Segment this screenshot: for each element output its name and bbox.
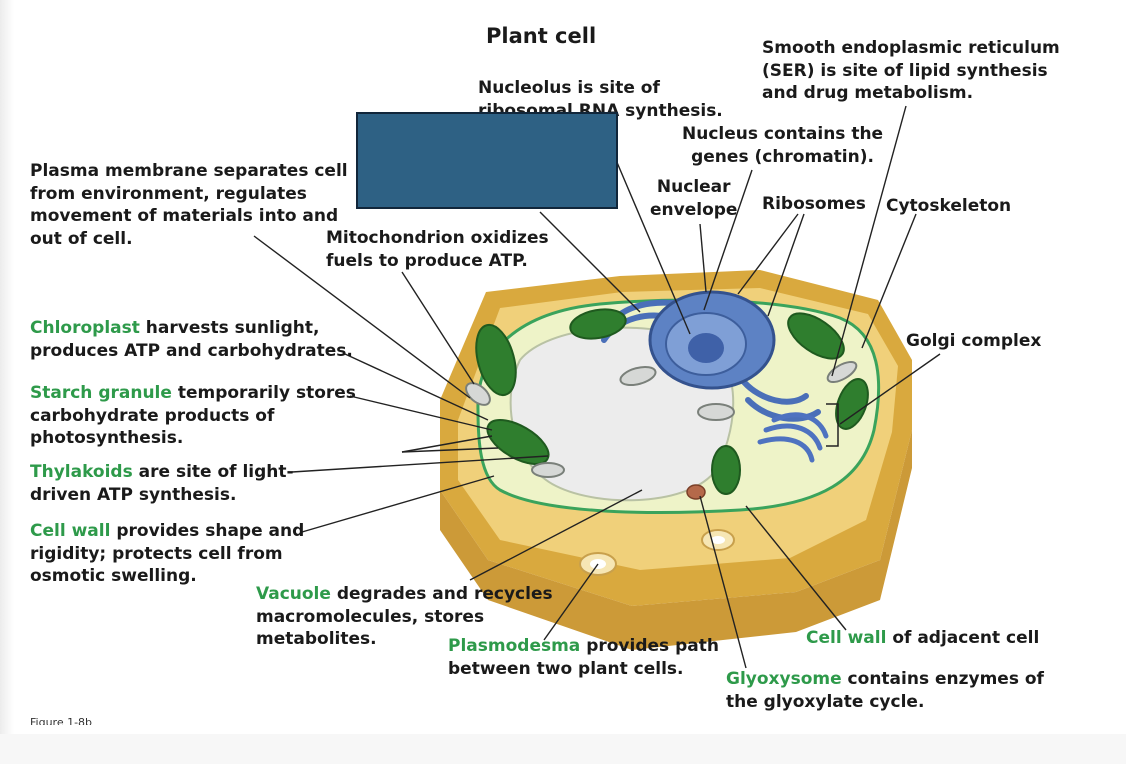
label-line: metabolites.: [256, 629, 377, 649]
label-line: osmotic swelling.: [30, 566, 197, 586]
label-line: movement of materials into and: [30, 206, 339, 226]
label-golgi-complex: Golgi complex: [906, 331, 1042, 351]
term-adjacent-cell-wall: Cell wall: [806, 628, 887, 648]
label-line: Nucleolus is site of: [478, 78, 660, 98]
label-line: Vacuole degrades and recycles: [256, 583, 553, 606]
label-text: temporarily stores: [171, 383, 356, 403]
label-cytoskeleton: Cytoskeleton: [886, 196, 1012, 216]
leader-lines: [253, 105, 941, 669]
term-starch-granule: Starch granule: [30, 383, 172, 403]
label-line: macromolecules, stores: [256, 606, 485, 627]
label-line: genes (chromatin).: [691, 146, 874, 167]
label-text: provides shape and: [110, 521, 305, 541]
label-plasmodesma: Plasmodesma provides path between two pl…: [448, 635, 719, 680]
label-starch-granule: Starch granule temporarily stores carboh…: [30, 382, 356, 450]
page-edge-shade: [0, 0, 14, 764]
label-text: contains enzymes of: [841, 669, 1044, 689]
label-text: of adjacent cell: [886, 628, 1040, 648]
label-line: Chloroplast harvests sunlight,: [30, 317, 353, 340]
label-line: Cell wall provides shape and: [30, 520, 304, 543]
label-cover-box: [356, 112, 618, 209]
label-mitochondrion: Mitochondrion oxidizes fuels to produce …: [326, 227, 549, 272]
term-vacuole: Vacuole: [256, 584, 331, 604]
label-line: the glyoxylate cycle.: [726, 691, 925, 712]
label-line: out of cell.: [30, 228, 133, 249]
diagram-title: Plant cell: [486, 24, 597, 48]
label-line: Starch granule temporarily stores: [30, 382, 356, 405]
chloroplasts: [475, 308, 869, 495]
label-chloroplast: Chloroplast harvests sunlight, produces …: [30, 317, 353, 362]
label-plasma-membrane: Plasma membrane separates cell from envi…: [30, 160, 348, 250]
label-cell-wall: Cell wall provides shape and rigidity; p…: [30, 520, 304, 588]
label-line: envelope: [650, 199, 738, 220]
term-thylakoids: Thylakoids: [30, 462, 133, 482]
label-vacuole: Vacuole degrades and recycles macromolec…: [256, 583, 553, 651]
label-text: are site of light-: [132, 462, 294, 482]
figure-caption: Figure 1-8b: [30, 716, 93, 725]
label-line: Smooth endoplasmic reticulum: [762, 38, 1060, 58]
nucleus: [648, 290, 776, 390]
label-line: between two plant cells.: [448, 658, 684, 679]
label-nucleus: Nucleus contains the genes (chromatin).: [682, 123, 883, 168]
term-cell-wall: Cell wall: [30, 521, 111, 541]
label-line: rigidity; protects cell from: [30, 543, 283, 564]
label-line: Thylakoids are site of light-: [30, 461, 294, 484]
label-line: Plasma membrane separates cell: [30, 161, 348, 181]
term-chloroplast: Chloroplast: [30, 318, 140, 338]
label-line: Plasmodesma provides path: [448, 635, 719, 658]
page-bottom-shade: [0, 734, 1126, 764]
term-plasmodesma: Plasmodesma: [448, 636, 581, 656]
golgi: [757, 412, 829, 463]
label-adjacent-cell-wall: Cell wall of adjacent cell: [806, 627, 1039, 650]
label-line: fuels to produce ATP.: [326, 250, 528, 271]
golgi-bracket: [826, 403, 839, 447]
label-glyoxysome: Glyoxysome contains enzymes of the glyox…: [726, 668, 1044, 713]
label-line: photosynthesis.: [30, 428, 184, 448]
label-thylakoids: Thylakoids are site of light- driven ATP…: [30, 461, 294, 506]
label-line: Nucleus contains the: [682, 124, 884, 144]
glyoxysome: [686, 484, 706, 500]
label-line: and drug metabolism.: [762, 83, 974, 103]
term-glyoxysome: Glyoxysome: [726, 669, 842, 689]
label-text: harvests sunlight,: [139, 318, 320, 338]
label-line: from environment, regulates: [30, 183, 307, 204]
mitochondria: [465, 360, 858, 478]
label-text: degrades and recycles: [330, 584, 553, 604]
label-line: Nuclear: [656, 177, 731, 197]
label-ribosomes: Ribosomes: [762, 194, 866, 214]
label-smooth-er: Smooth endoplasmic reticulum (SER) is si…: [762, 37, 1060, 105]
label-line: Cell wall of adjacent cell: [806, 627, 1039, 650]
label-line: Glyoxysome contains enzymes of: [726, 668, 1044, 691]
label-line: (SER) is site of lipid synthesis: [762, 60, 1048, 81]
label-nuclear-envelope: Nuclear envelope: [650, 176, 737, 221]
label-line: carbohydrate products of: [30, 405, 275, 426]
label-text: provides path: [580, 636, 719, 656]
label-line: driven ATP synthesis.: [30, 484, 237, 505]
label-line: Mitochondrion oxidizes: [326, 228, 549, 248]
label-line: produces ATP and carbohydrates.: [30, 340, 353, 361]
